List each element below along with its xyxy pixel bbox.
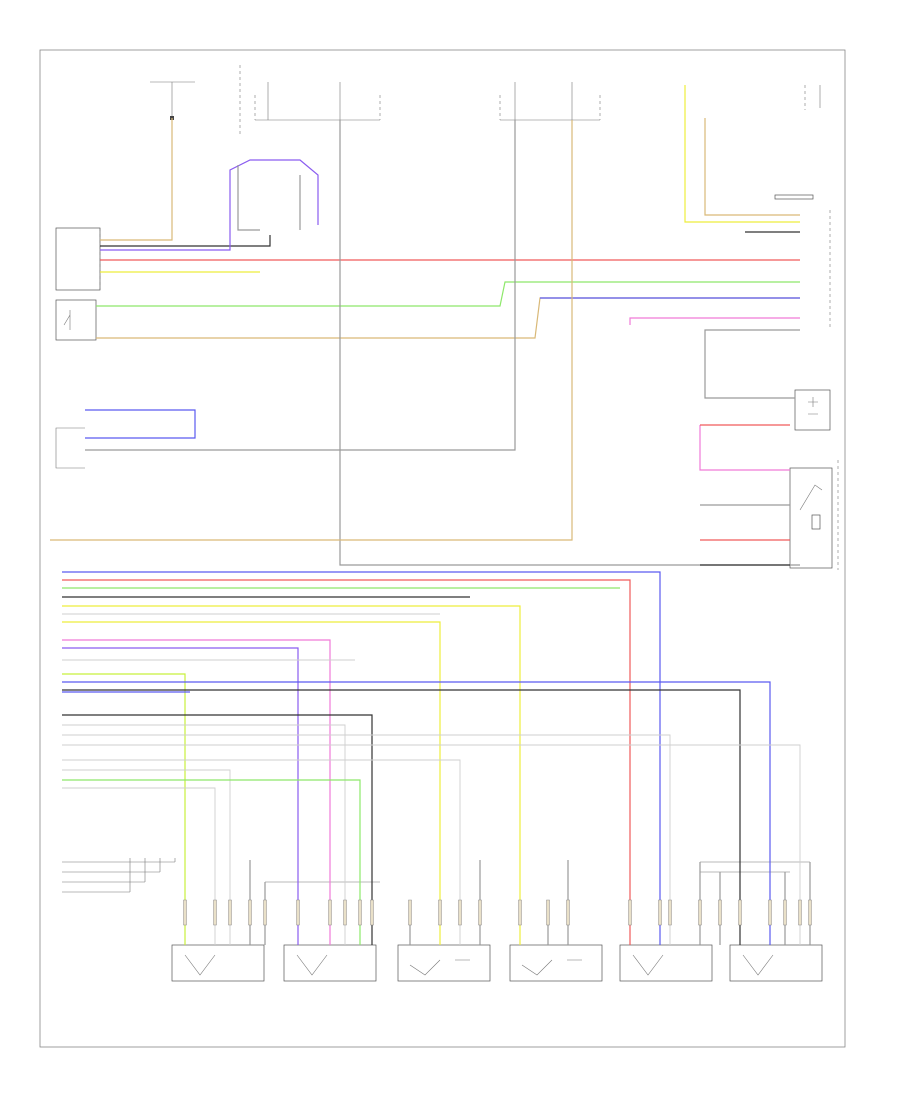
wire-violet-32 [62,647,299,945]
wire-lightgray-42 [62,759,461,945]
connector-pin-15 [546,899,550,926]
wire-pink-17 [699,425,790,471]
ground-bus [62,858,810,893]
connector-pins [183,899,812,926]
wire-green-5 [96,281,800,307]
wire-gray-22 [237,165,260,231]
brake-switch-box [55,299,97,341]
pressure-sensor-outline [55,427,85,469]
diagram-frame [39,49,846,1048]
fuse-box-center [239,65,381,135]
wire-blue-11 [85,409,196,439]
wire-pink-31 [62,639,331,945]
wire-lightgray-41 [62,744,801,945]
connector-pin-26 [808,899,812,926]
connector-pin-10 [408,899,412,926]
connector-pin-8 [358,899,362,926]
fuse-block-left [150,81,195,120]
wire-tan-14 [704,118,800,216]
fuse-box-right [499,82,601,121]
wire-blue-35 [62,681,771,945]
wire-lightgray-45 [62,787,216,945]
connector-pin-17 [628,899,632,926]
connector-pin-9 [370,899,374,926]
wire-yellow-28 [62,605,521,945]
connector-pin-25 [798,899,802,926]
connector-pin-24 [783,899,787,926]
connector-pin-16 [566,899,570,926]
connector-pin-2 [228,899,232,926]
wire-gray-9 [85,120,516,451]
wire-tan-10 [50,120,573,541]
wire-yellow-30 [62,621,441,945]
wire-red-25 [62,579,631,945]
shift-lock-actuator [789,467,833,569]
connector-pin-18 [658,899,662,926]
relay-module [794,389,831,431]
park-switch-cluster [774,85,831,330]
wire-black-1 [100,235,271,247]
bottom-component-5 [619,944,713,982]
wire-yellow-12 [684,85,800,223]
engine-control-module [55,227,101,291]
wire-lightgray-40 [62,734,671,945]
connector-pin-12 [458,899,462,926]
wire-black-36 [62,689,741,945]
wire-yellowgreen-34 [62,673,186,945]
wire-lightgray-39 [62,724,346,945]
connector-pin-5 [296,899,300,926]
wire-pink-15 [629,317,800,325]
bottom-component-2 [283,944,377,982]
wire-gray-8 [339,120,800,566]
connector-pin-7 [343,899,347,926]
connector-pin-4 [263,899,267,926]
wire-harness [50,85,811,945]
wire-tan-0 [100,118,173,241]
connector-pin-6 [328,899,332,926]
wire-violet-2 [100,159,319,251]
connector-pin-21 [718,899,722,926]
connector-pin-19 [668,899,672,926]
wire-gray-16 [704,329,800,399]
wire-black-38 [62,714,373,945]
connector-pin-13 [478,899,482,926]
connector-pin-11 [438,899,442,926]
bottom-component-1 [171,944,265,982]
wire-lightgray-43 [62,769,231,945]
connector-pin-14 [518,899,522,926]
wire-blue-24 [62,571,661,945]
bottom-component-4 [509,944,603,982]
connector-pin-20 [698,899,702,926]
bottom-component-3 [397,944,491,982]
bottom-component-6 [729,944,823,982]
connector-pin-23 [768,899,772,926]
connector-pin-22 [738,899,742,926]
connector-pin-0 [183,899,187,926]
connector-pin-1 [213,899,217,926]
connector-pin-3 [248,899,252,926]
wire-green-44 [62,779,361,945]
